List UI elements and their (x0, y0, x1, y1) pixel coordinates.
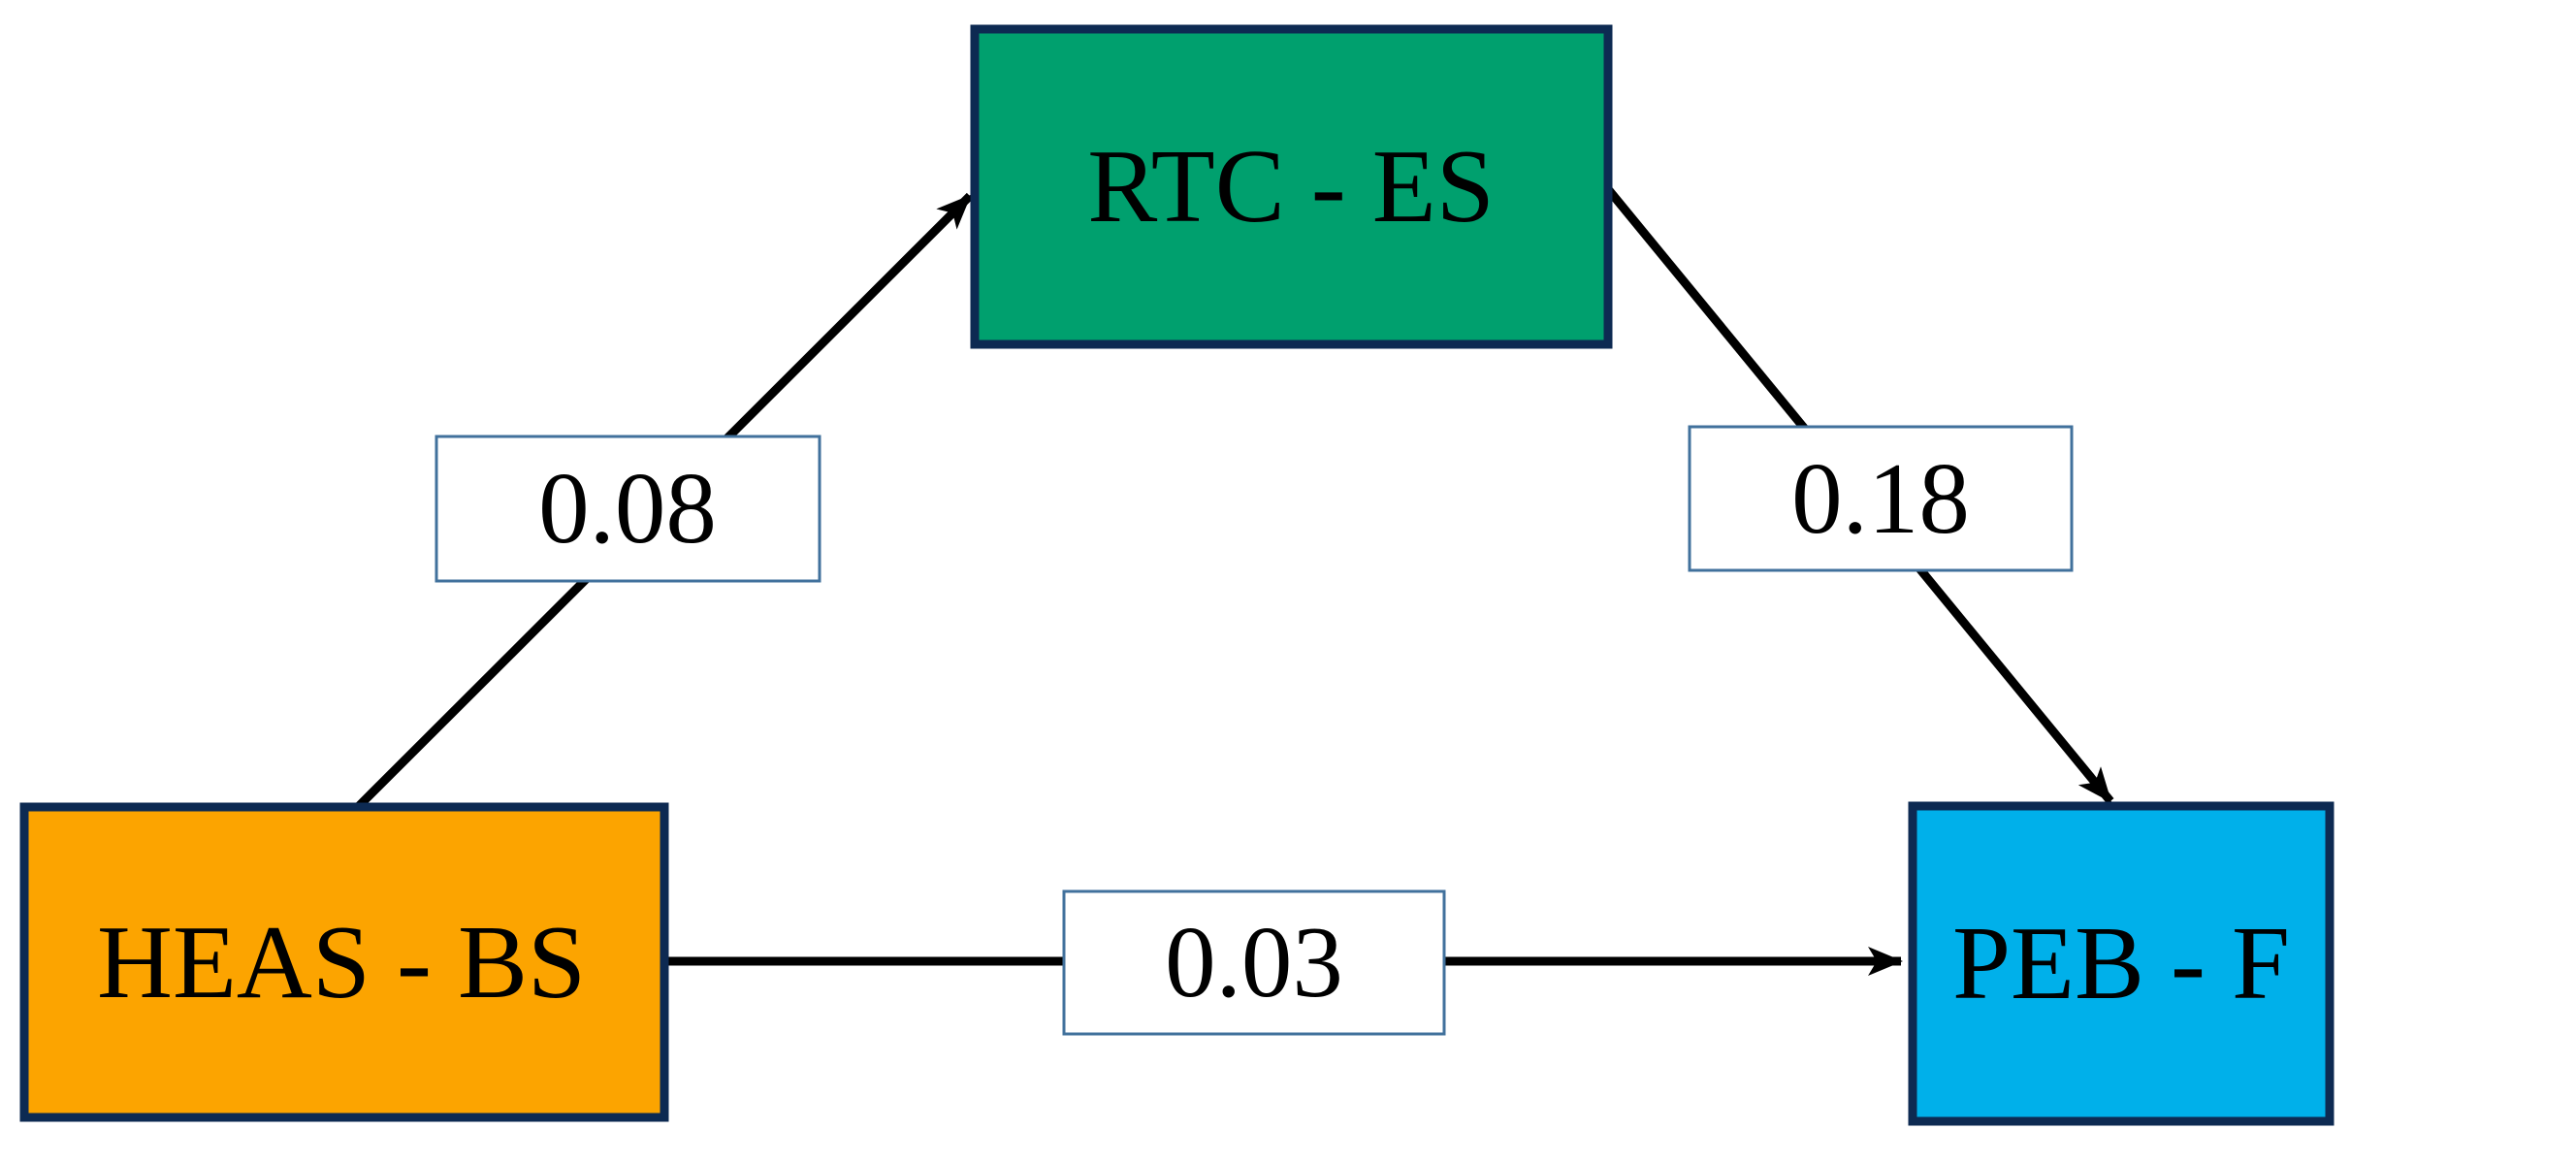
node-rtc-es-box (970, 24, 1613, 349)
node-heas-bs: HEAS - BS (19, 802, 669, 1122)
coefficient-box-003 (1062, 889, 1446, 1036)
node-rtc-es: RTC - ES (970, 24, 1613, 349)
coefficient-label-b-path: 0.18 (1688, 425, 2074, 572)
node-peb-f: PEB - F (1908, 801, 2334, 1126)
node-peb-f-box (1908, 801, 2334, 1126)
coefficient-value-003: 0.03 (1165, 905, 1343, 1018)
node-rtc-es-label: RTC - ES (1087, 129, 1495, 244)
coefficient-label-c-path: 0.03 (1062, 889, 1446, 1036)
coefficient-value-018: 0.18 (1791, 441, 1970, 555)
coefficient-box-018 (1688, 425, 2074, 572)
coefficient-label-a-path: 0.08 (435, 435, 821, 583)
node-heas-bs-box (19, 802, 669, 1122)
coefficient-box-008 (435, 435, 821, 583)
coefficient-value-008: 0.08 (538, 451, 717, 565)
node-heas-bs-label: HEAS - BS (97, 905, 586, 1020)
node-peb-f-label: PEB - F (1952, 906, 2290, 1021)
